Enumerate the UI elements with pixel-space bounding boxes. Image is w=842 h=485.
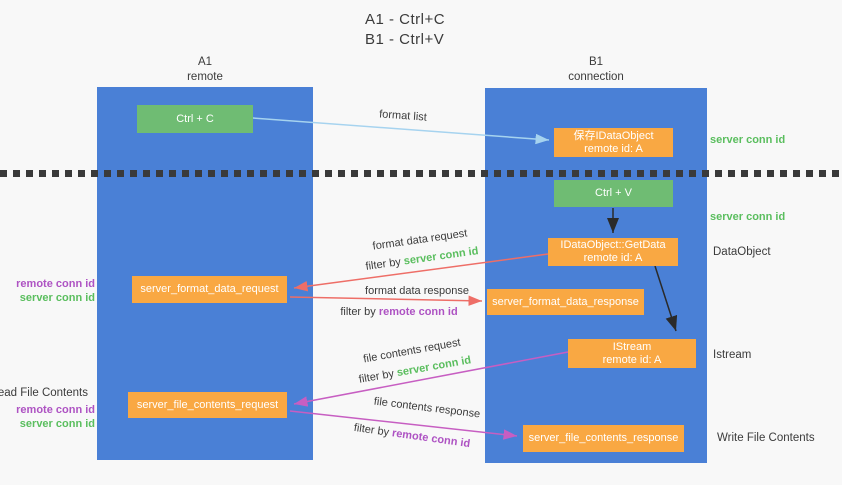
node-idataobject-getdata-line2: remote id: A [583,252,643,264]
divider-dotted-line [0,170,842,177]
node-ctrl-c: Ctrl + C [137,105,253,133]
server-conn-id-text: server conn id [395,354,473,380]
node-idataobject-getdata-line1: IDataObject::GetData [560,239,666,251]
node-save-idataobject-line2: remote id: A [584,142,643,155]
label-conn-ids-format-left: remote conn id server conn id [16,277,95,305]
column-b1-name: B1 [588,56,604,68]
label-filter-by-remote-conn-id-file: filter by remote conn id [353,422,471,450]
node-ctrl-v-label: Ctrl + V [595,187,632,199]
remote-conn-id-text: remote conn id [16,404,95,416]
label-filter-by-remote-conn-id-format: filter by remote conn id [340,306,457,318]
node-server-format-data-response: server_format_data_response [487,289,644,315]
arrow-format-data-response [289,295,483,306]
node-server-format-data-request-label: server_format_data_request [140,283,279,295]
column-b1-subtitle: connection [568,71,624,83]
label-conn-ids-file-left: remote conn id server conn id [16,403,95,431]
label-server-conn-id-mid-right: server conn id [710,211,786,223]
node-idataobject-getdata: IDataObject::GetData remote id: A [548,238,678,266]
label-file-contents-response: file contents response [373,395,481,421]
node-server-file-contents-request-label: server_file_contents_request [136,398,279,411]
node-istream: IStream remote id: A [568,339,696,368]
remote-conn-id-text: remote conn id [378,306,458,318]
node-server-file-contents-response: server_file_contents_response [523,425,684,452]
label-read-file-contents: Read File Contents [0,387,88,399]
column-header-a1: A1 remote [97,55,313,85]
column-a1-name: A1 [197,56,213,68]
node-save-idataobject: 保存IDataObject remote id: A [554,128,673,157]
server-conn-id-text: server conn id [19,418,95,430]
filter-by-text: filter by [353,421,390,439]
node-server-format-data-request: server_format_data_request [132,276,287,303]
filter-by-text: filter by [340,306,376,318]
title-line-2: B1 - Ctrl+V [365,31,445,48]
node-server-file-contents-response-label: server_file_contents_response [528,432,679,444]
node-server-format-data-response-label: server_format_data_response [492,295,639,308]
node-istream-line1: IStream [612,340,652,353]
server-conn-id-text: server conn id [403,245,480,268]
label-istream-right: Istream [713,349,752,361]
node-istream-line2: remote id: A [602,353,662,366]
column-a1-subtitle: remote [187,71,223,83]
label-format-list: format list [378,108,428,124]
label-server-conn-id-top-right: server conn id [710,134,786,146]
label-format-data-response: format data response [365,285,469,297]
remote-conn-id-text: remote conn id [16,278,95,290]
diagram-title: A1 - Ctrl+C B1 - Ctrl+V [365,10,445,50]
label-write-file-contents: Write File Contents [717,432,815,444]
node-server-file-contents-request: server_file_contents_request [128,392,287,418]
title-line-1: A1 - Ctrl+C [365,11,446,28]
node-ctrl-v: Ctrl + V [554,180,673,207]
filter-by-text: filter by [364,256,402,273]
label-dataobject: DataObject [713,246,771,258]
filter-by-text: filter by [357,367,395,386]
server-conn-id-text: server conn id [19,292,95,304]
column-header-b1: B1 connection [485,55,707,85]
node-save-idataobject-line1: 保存IDataObject [573,129,654,142]
remote-conn-id-text: remote conn id [391,427,471,451]
node-ctrl-c-label: Ctrl + C [176,112,214,125]
